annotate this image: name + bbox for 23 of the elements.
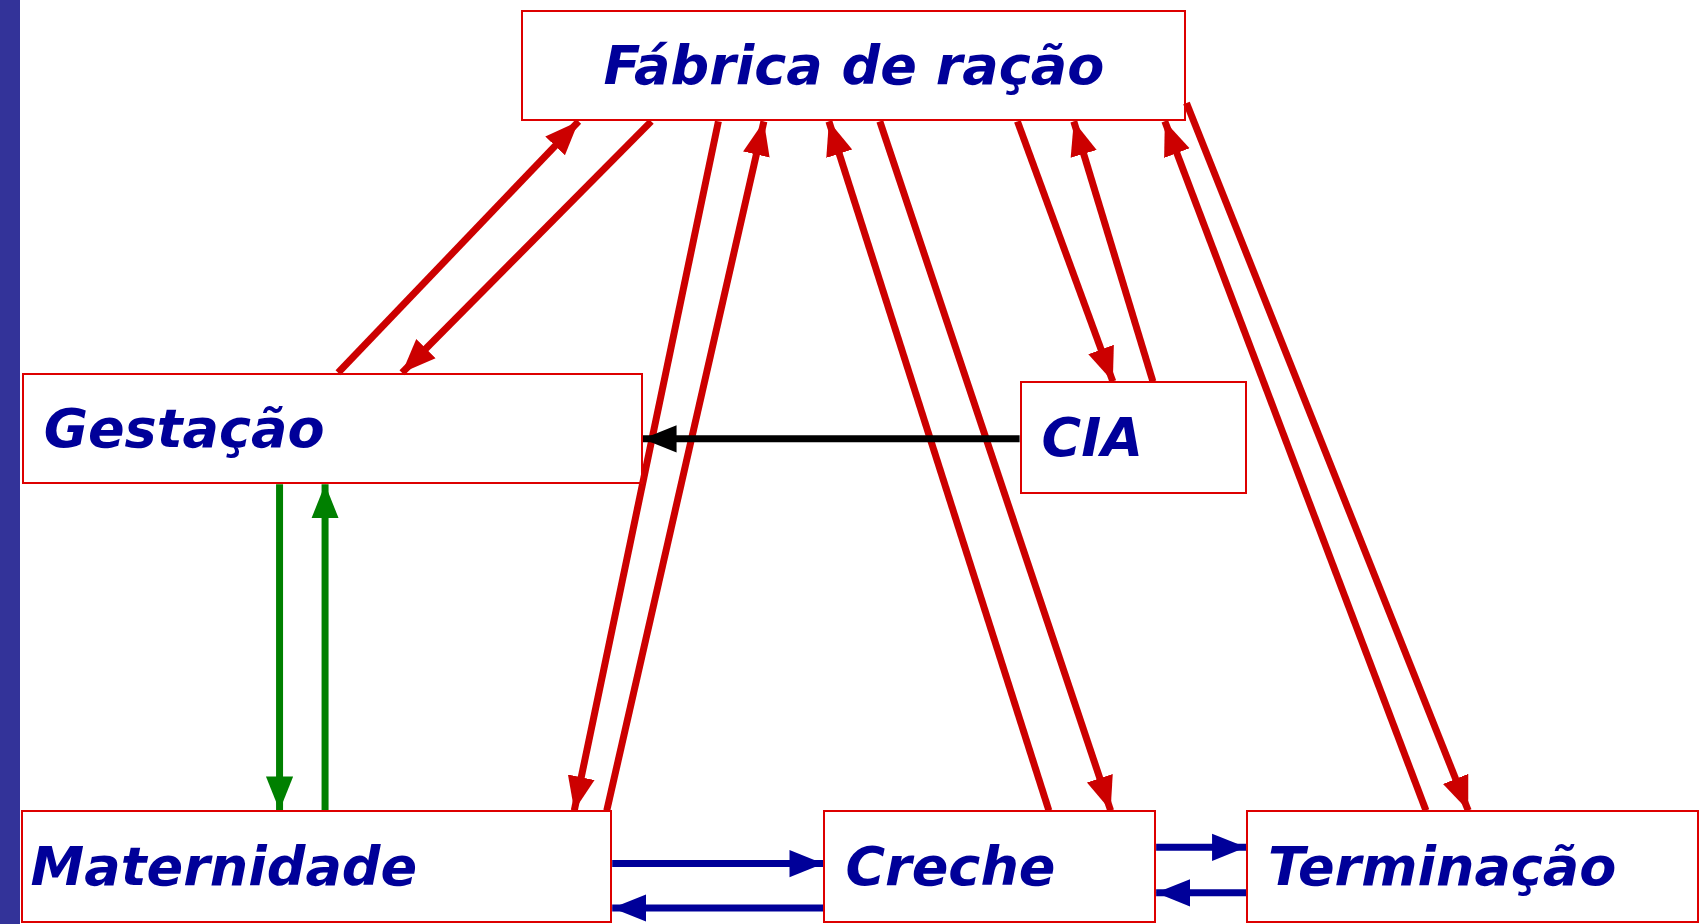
arrow: [1014, 120, 1117, 383]
arrow: [825, 120, 1053, 812]
process-box: [521, 9, 1187, 122]
node-label: Gestação: [43, 401, 325, 456]
arrow: [1070, 120, 1157, 383]
process-box: [20, 810, 613, 924]
node-label: Terminação: [1268, 839, 1617, 894]
arrow: [876, 120, 1114, 812]
process-box: [1246, 810, 1699, 924]
node-label: Maternidade: [30, 839, 418, 894]
arrow: [1183, 101, 1472, 812]
node-label: Creche: [845, 839, 1056, 894]
node-label: Fábrica de ração: [603, 38, 1105, 93]
process-box: [823, 810, 1157, 924]
arrow: [399, 118, 654, 376]
process-box: [21, 372, 643, 485]
arrow: [1161, 120, 1430, 812]
arrow: [335, 118, 582, 376]
process-box: [1019, 381, 1248, 495]
side-bar: [0, 0, 21, 924]
arrow: [567, 120, 722, 812]
node-label: CIA: [1041, 410, 1144, 465]
arrow: [603, 120, 770, 812]
